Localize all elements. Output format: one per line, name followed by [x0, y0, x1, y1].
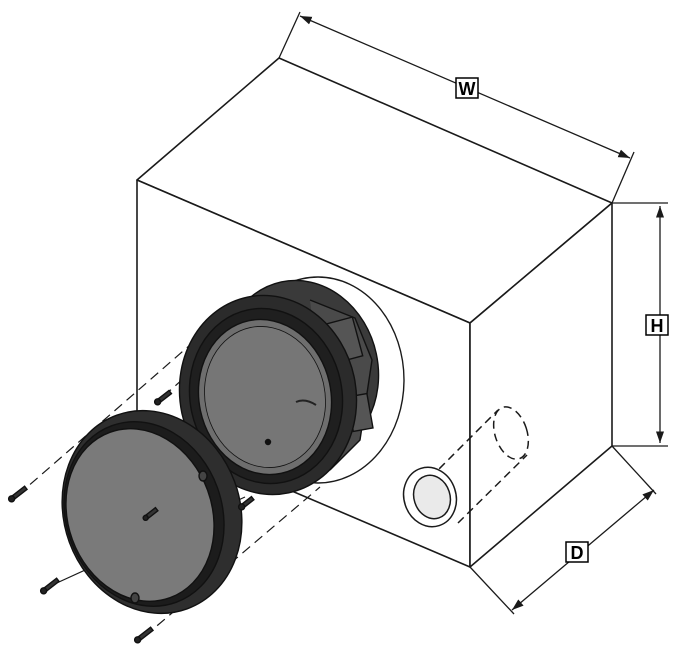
width-label: W	[459, 79, 476, 99]
height-label-box	[645, 314, 669, 336]
screw	[237, 495, 255, 511]
port-tube	[402, 406, 530, 528]
screw	[133, 626, 155, 644]
depth-label-box	[565, 541, 589, 563]
screw	[39, 577, 61, 595]
depth-label: D	[571, 543, 584, 563]
mounting-screws	[7, 389, 255, 644]
screw	[142, 506, 159, 522]
speaker-driver	[178, 279, 380, 496]
grille-face	[65, 428, 215, 602]
screw	[153, 389, 173, 406]
width-label-box	[455, 77, 479, 99]
height-label: H	[651, 316, 664, 336]
screw	[7, 485, 29, 503]
speaker-grille	[61, 409, 243, 615]
